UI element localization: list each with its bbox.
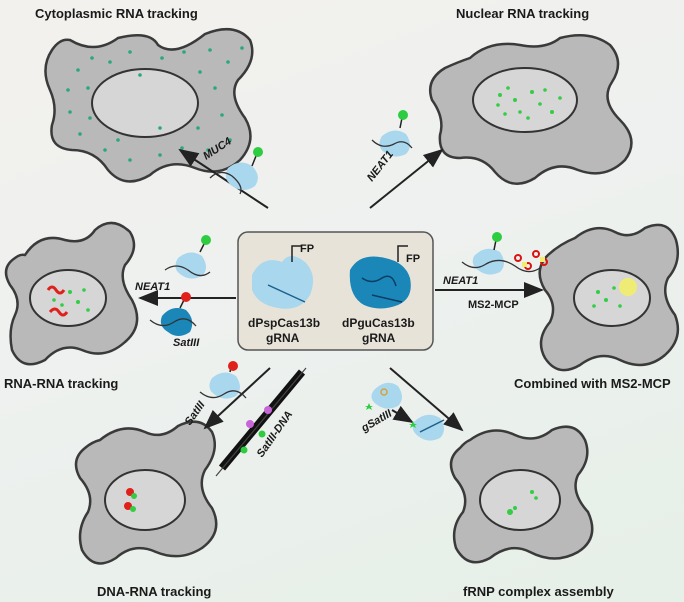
- probe-gsatiii-icon: [365, 382, 445, 441]
- title-rna-rna: RNA-RNA tracking: [4, 376, 118, 391]
- center-box: FP dPspCas13b gRNA FP dPguCas13b gRNA: [237, 231, 434, 351]
- protein-left-grna: gRNA: [266, 331, 300, 345]
- title-dna-rna: DNA-RNA tracking: [97, 584, 211, 599]
- cell-dna-rna: [74, 420, 218, 565]
- arrow-to-cytoplasmic: [178, 148, 269, 209]
- cell-rna-rna: [4, 221, 139, 366]
- title-nuclear: Nuclear RNA tracking: [456, 6, 589, 21]
- title-frnp: fRNP complex assembly: [463, 584, 615, 599]
- label-gsatiii: gSatIII: [359, 407, 395, 435]
- nucleus-dna-rna: [104, 469, 186, 531]
- cell-frnp: [449, 425, 594, 564]
- nucleus-nuclear: [472, 67, 578, 133]
- label-neat1-left: NEAT1: [135, 281, 170, 293]
- dpspcas13b-protein-icon: [252, 256, 314, 309]
- nucleus-cytoplasmic: [91, 68, 199, 138]
- protein-right-name: dPguCas13b: [342, 316, 415, 330]
- probe-satiii-dna-icon: [199, 361, 307, 477]
- label-neat1-right: NEAT1: [443, 275, 478, 287]
- nucleus-ms2: [573, 269, 651, 327]
- arrow-to-nuclear: [369, 148, 444, 209]
- cell-nuclear: [428, 33, 633, 185]
- cell-ms2: [538, 223, 680, 372]
- arrow-to-dna-rna: [203, 367, 271, 430]
- nucleus-rna-rna: [29, 269, 107, 327]
- probe-muc4-icon: [209, 147, 263, 195]
- fp-label-left: FP: [300, 243, 314, 255]
- cell-cytoplasmic: [44, 27, 254, 183]
- arrow-to-frnp: [389, 367, 464, 432]
- probe-satiii-left-icon: [149, 292, 197, 336]
- label-ms2-mcp: MS2-MCP: [468, 299, 519, 311]
- ms2-signal-spot: [619, 278, 637, 296]
- probe-neat1-top-icon: [371, 110, 413, 157]
- fp-label-right: FP: [406, 253, 420, 265]
- nucleus-frnp: [479, 469, 561, 531]
- title-ms2: Combined with MS2-MCP: [514, 376, 671, 391]
- probe-neat1-left-icon: [164, 235, 211, 279]
- protein-right-grna: gRNA: [362, 331, 396, 345]
- label-satiii-left: SatIII: [173, 337, 200, 349]
- title-cytoplasmic: Cytoplasmic RNA tracking: [35, 6, 198, 21]
- protein-left-name: dPspCas13b: [248, 316, 320, 330]
- dpgucas13b-protein-icon: [349, 256, 411, 309]
- probe-ms2-icon: [461, 232, 548, 275]
- label-neat1-top: NEAT1: [365, 149, 396, 184]
